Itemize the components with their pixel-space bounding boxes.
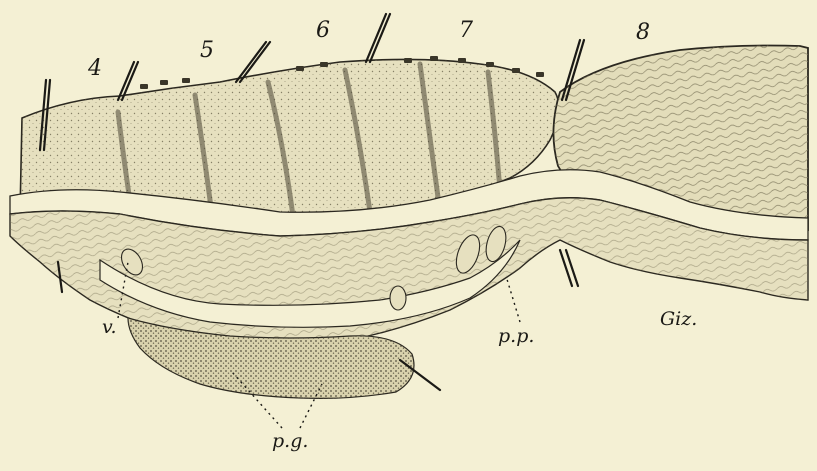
label-pp: p.p. bbox=[498, 327, 534, 346]
segment-label-5: 5 bbox=[200, 40, 214, 62]
label-v: v. bbox=[102, 318, 117, 337]
segment-label-4: 4 bbox=[88, 58, 102, 80]
segment-label-6: 6 bbox=[316, 20, 330, 42]
segment-label-8: 8 bbox=[636, 22, 650, 44]
label-pg: p.g. bbox=[272, 432, 308, 451]
segment-label-7: 7 bbox=[459, 20, 473, 42]
label-giz: Giz. bbox=[660, 310, 697, 329]
